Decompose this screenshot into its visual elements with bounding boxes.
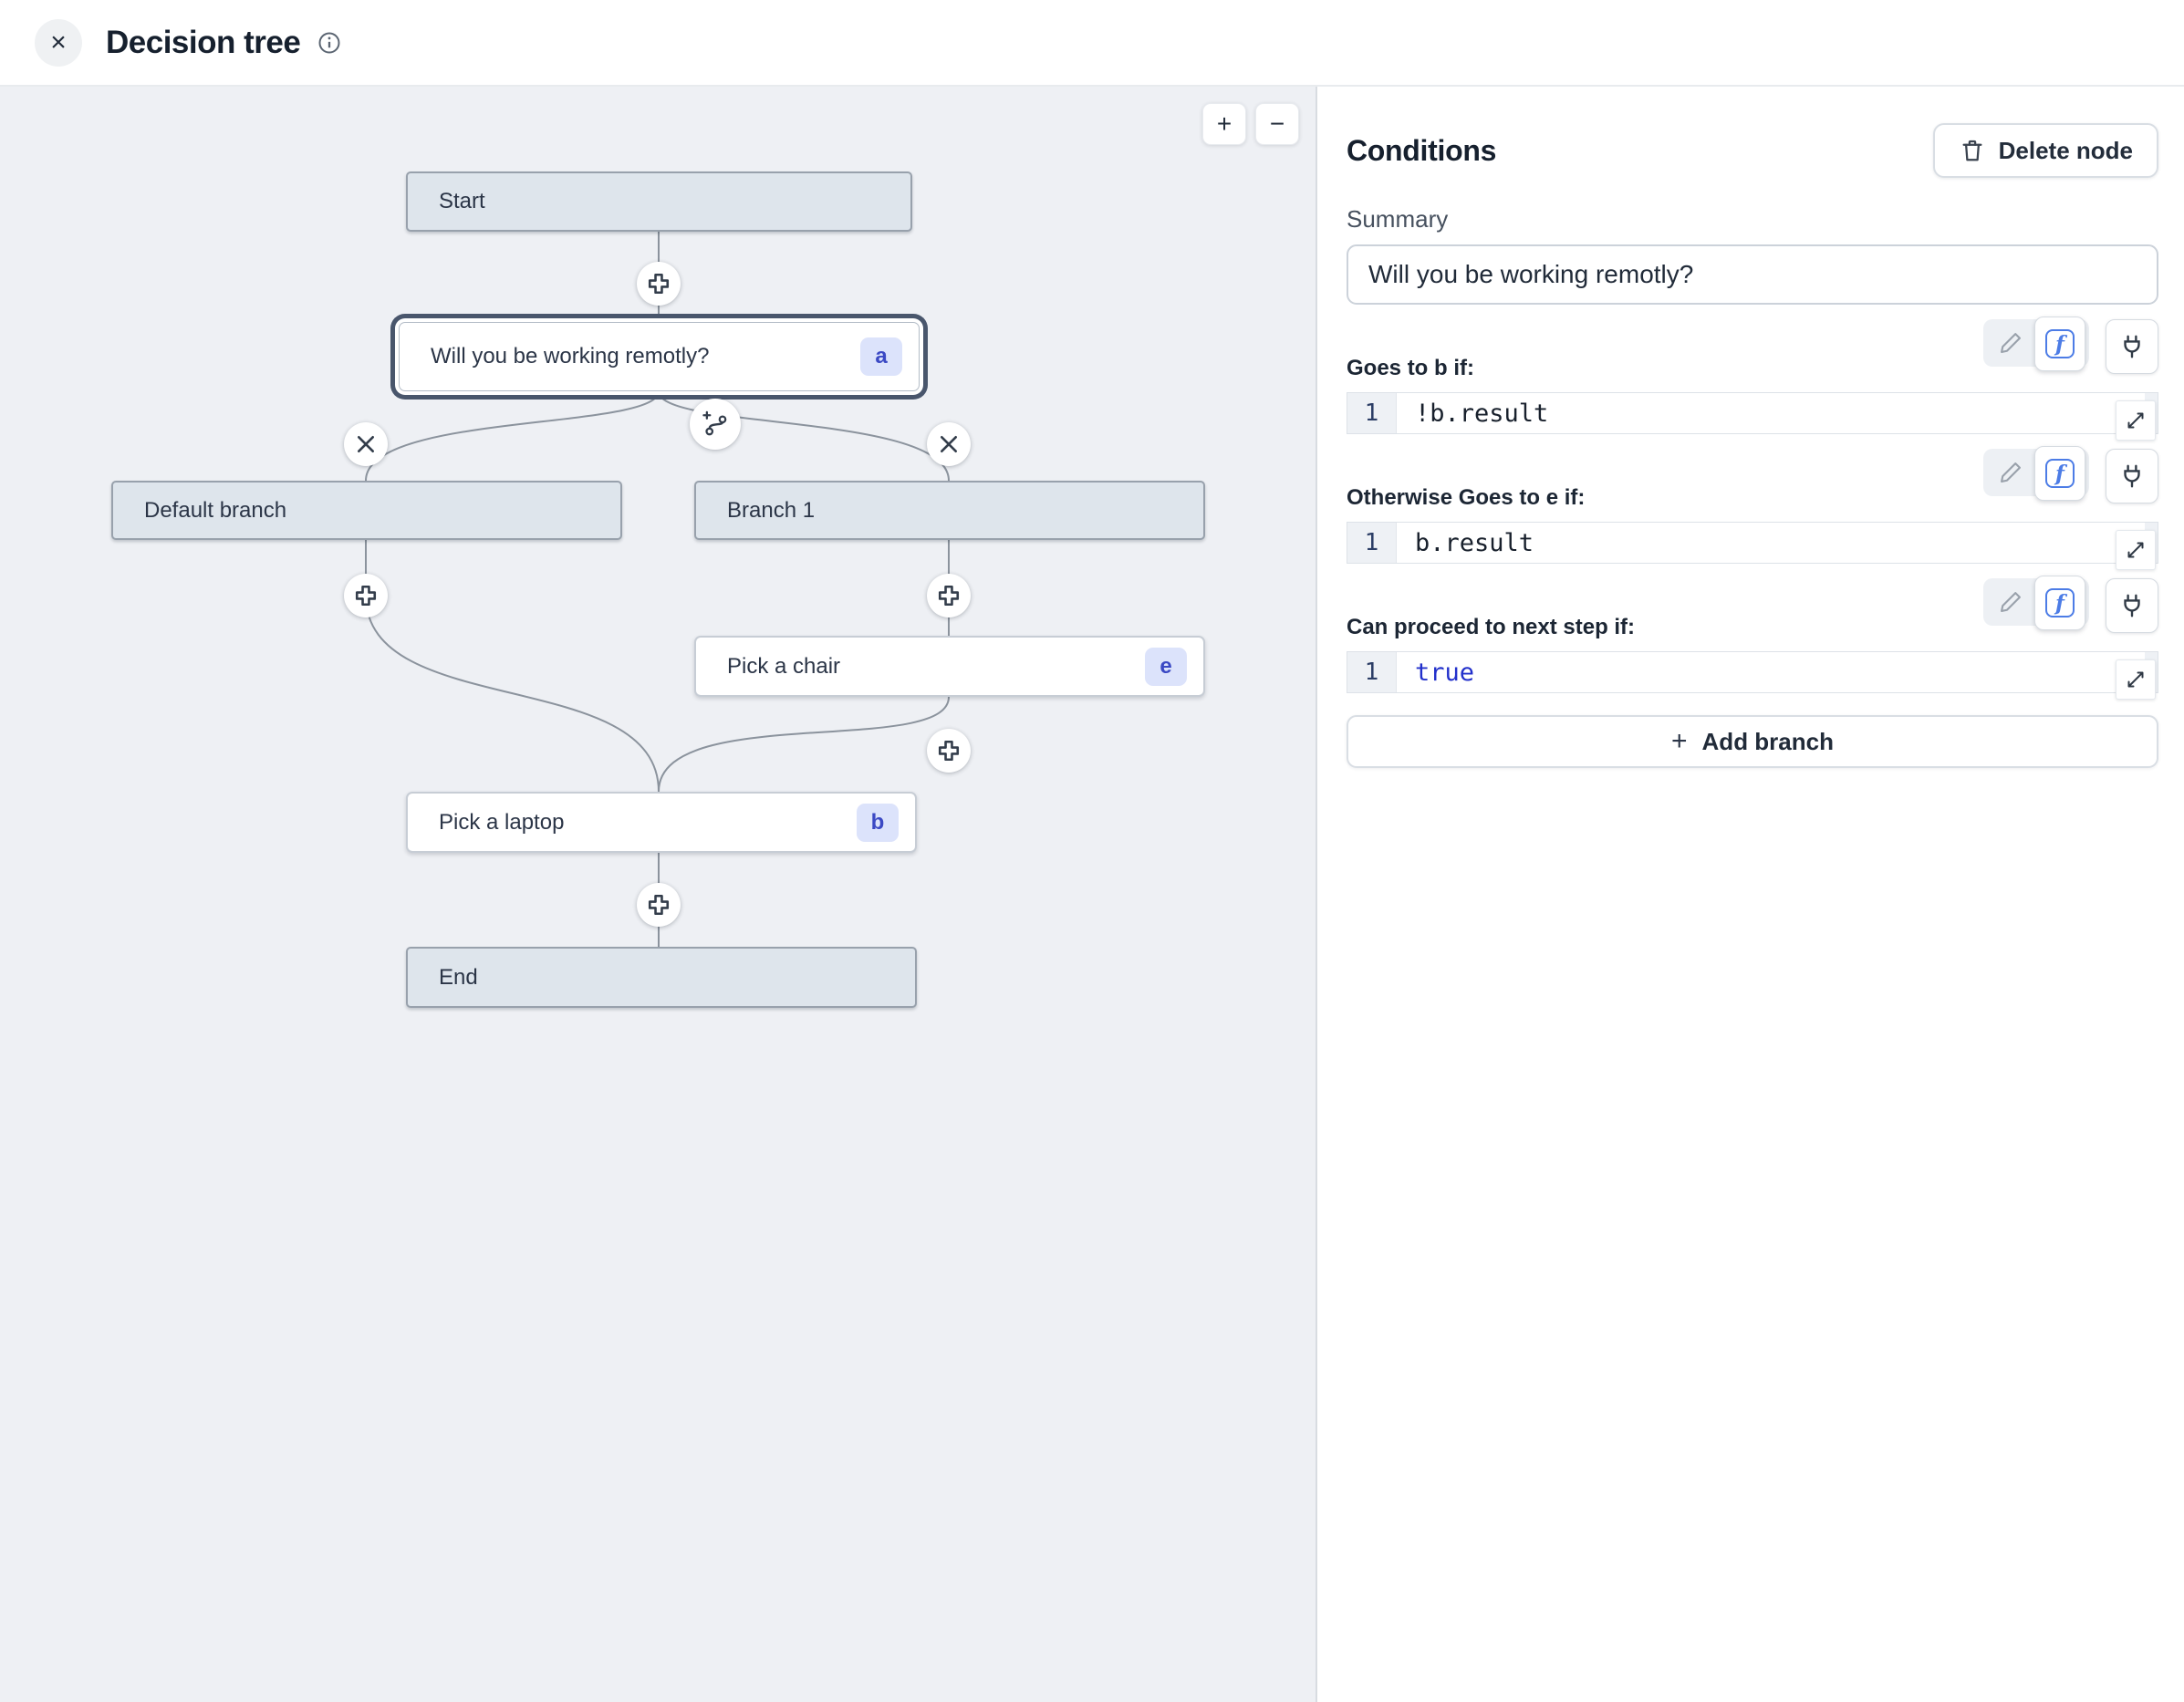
fx-mode-button[interactable]: f (2034, 446, 2085, 501)
line-number: 1 (1347, 652, 1397, 692)
flow-canvas[interactable]: Start Will you be working remotly? a Def… (0, 87, 1316, 1702)
plugin-button[interactable] (2106, 319, 2158, 374)
plus-icon (938, 740, 960, 762)
plugin-button[interactable] (2106, 449, 2158, 503)
add-step-button[interactable] (637, 883, 681, 927)
node-end[interactable]: End (406, 947, 917, 1008)
fx-icon: f (2045, 329, 2075, 358)
zoom-out-button[interactable]: − (1255, 103, 1299, 145)
code-editor-goes-to-b[interactable]: 1 !b.result (1347, 392, 2158, 441)
node-badge: a (860, 337, 902, 376)
plus-icon (648, 894, 670, 916)
plus-icon (938, 585, 960, 607)
page-title: Decision tree (106, 24, 301, 60)
info-icon[interactable] (317, 30, 342, 56)
conditions-panel: Conditions Delete node Summary Goes to b… (1316, 87, 2184, 1702)
remove-branch-button[interactable] (927, 422, 971, 466)
condition-section-otherwise-e: Otherwise Goes to e if: f (1347, 446, 2158, 513)
panel-title: Conditions (1347, 133, 1497, 167)
code-text[interactable]: true (1397, 652, 2145, 692)
delete-node-label: Delete node (1998, 136, 2133, 164)
code-editor-otherwise-e[interactable]: 1 b.result (1347, 522, 2158, 570)
node-default-branch[interactable]: Default branch (111, 481, 622, 540)
code-editor-can-proceed[interactable]: 1 true (1347, 651, 2158, 700)
fx-mode-button[interactable]: f (2034, 576, 2085, 630)
summary-input[interactable] (1347, 244, 2158, 305)
close-button[interactable]: × (35, 18, 82, 67)
condition-section-goes-to-b: Goes to b if: f (1347, 317, 2158, 383)
plug-icon (2124, 464, 2140, 488)
add-step-button[interactable] (344, 574, 388, 617)
plug-icon (2124, 335, 2140, 358)
node-badge: b (857, 803, 899, 842)
header: × Decision tree (0, 0, 2184, 87)
zoom-in-button[interactable]: + (1202, 103, 1246, 145)
remove-branch-button[interactable] (344, 422, 388, 466)
node-label: Start (439, 189, 485, 213)
node-badge: e (1145, 647, 1187, 686)
condition-section-can-proceed: Can proceed to next step if: f (1347, 576, 2158, 642)
expand-editor-button[interactable] (2116, 659, 2156, 700)
plus-icon (355, 585, 377, 607)
line-number: 1 (1347, 523, 1397, 563)
pencil-icon (2001, 333, 2021, 353)
node-label: Pick a chair (727, 653, 841, 679)
fx-icon: f (2045, 459, 2075, 488)
node-question[interactable]: Will you be working remotly? a (399, 322, 920, 391)
node-pick-laptop[interactable]: Pick a laptop b (406, 792, 917, 853)
close-icon (357, 435, 375, 453)
section-label: Otherwise Goes to e if: (1347, 485, 1586, 510)
edit-mode-button[interactable] (1987, 578, 2034, 626)
delete-node-button[interactable]: Delete node (1932, 123, 2158, 178)
node-pick-chair[interactable]: Pick a chair e (694, 636, 1205, 697)
add-branch-button[interactable]: + Add branch (1347, 715, 2158, 768)
edit-mode-button[interactable] (1987, 449, 2034, 496)
trash-icon (1962, 140, 1982, 161)
add-branch-connector[interactable] (690, 399, 741, 450)
summary-label: Summary (1347, 205, 1449, 233)
section-label: Goes to b if: (1347, 356, 1474, 380)
edit-mode-button[interactable] (1987, 319, 2034, 367)
plus-icon (648, 273, 670, 295)
line-number: 1 (1347, 393, 1397, 433)
node-branch-1[interactable]: Branch 1 (694, 481, 1205, 540)
close-icon: × (50, 26, 67, 57)
add-step-button[interactable] (927, 729, 971, 773)
add-branch-label: Add branch (1701, 727, 1834, 755)
minus-icon: − (1269, 109, 1285, 138)
close-icon (940, 435, 958, 453)
branch-plus-icon (702, 410, 727, 436)
expand-editor-button[interactable] (2116, 530, 2156, 570)
code-text[interactable]: !b.result (1397, 393, 2145, 433)
code-text[interactable]: b.result (1397, 523, 2145, 563)
fx-mode-button[interactable]: f (2034, 317, 2085, 371)
node-label: Pick a laptop (439, 809, 565, 835)
plugin-button[interactable] (2106, 578, 2158, 633)
section-label: Can proceed to next step if: (1347, 615, 1636, 639)
node-label: Branch 1 (727, 497, 816, 523)
expand-editor-button[interactable] (2116, 400, 2156, 441)
pencil-icon (2001, 462, 2021, 483)
fx-icon: f (2045, 588, 2075, 617)
node-label: Will you be working remotly? (431, 344, 710, 368)
pencil-icon (2001, 592, 2021, 612)
add-step-button[interactable] (927, 574, 971, 617)
plus-icon: + (1671, 726, 1688, 756)
expand-icon (2127, 412, 2144, 429)
plus-icon: + (1216, 109, 1232, 138)
node-label: End (439, 964, 478, 990)
expand-icon (2127, 671, 2144, 688)
expand-icon (2127, 542, 2144, 558)
add-step-button[interactable] (637, 262, 681, 306)
plug-icon (2124, 594, 2140, 617)
node-start[interactable]: Start (406, 171, 912, 232)
node-label: Default branch (144, 497, 287, 523)
